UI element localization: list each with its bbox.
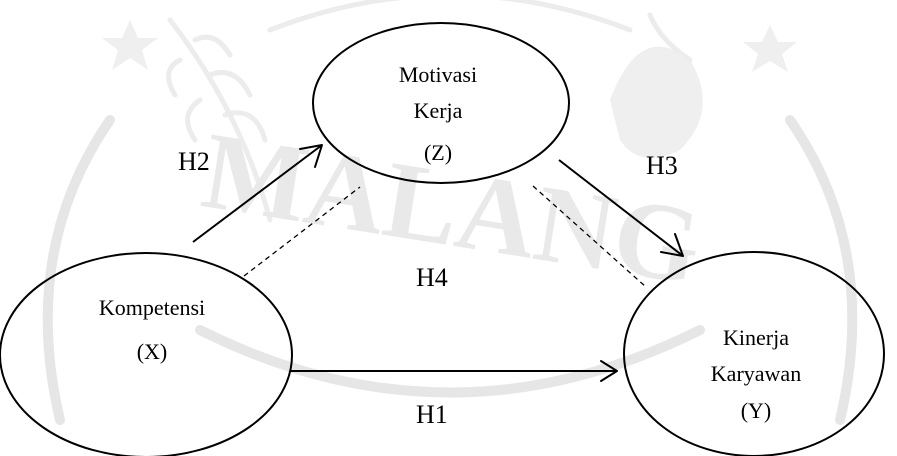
arrowhead-h2 <box>299 144 323 168</box>
kinerja-line2: Karyawan <box>711 361 801 386</box>
kinerja-line1: Kinerja <box>723 325 789 350</box>
kinerja-line3: (Y) <box>741 398 772 423</box>
arrow-h3 <box>558 159 684 257</box>
label-motivasi-kerja: Motivasi Kerja (Z) <box>399 62 477 165</box>
motivasi-line2: Kerja <box>414 98 463 123</box>
motivasi-line3: (Z) <box>424 140 452 165</box>
label-kinerja-karyawan: Kinerja Karyawan (Y) <box>711 325 801 423</box>
dashed-line-h4-right <box>532 185 647 288</box>
arrow-h2 <box>192 144 323 243</box>
arrowhead-h1 <box>600 360 618 382</box>
arrowhead-h3 <box>660 233 684 257</box>
kompetensi-line2: (X) <box>137 339 168 364</box>
kompetensi-line1: Kompetensi <box>99 295 205 320</box>
hypothesis-h2-label: H2 <box>178 147 210 176</box>
dashed-line-h4-left <box>243 186 361 277</box>
node-kinerja-karyawan <box>623 251 885 456</box>
node-kompetensi <box>0 252 293 456</box>
motivasi-line1: Motivasi <box>399 62 477 87</box>
hypothesis-h4-label: H4 <box>416 263 448 292</box>
hypothesis-h1-label: H1 <box>416 400 448 429</box>
hypothesis-h3-label: H3 <box>646 151 678 180</box>
node-motivasi-kerja <box>312 22 570 184</box>
label-kompetensi: Kompetensi (X) <box>99 295 205 364</box>
